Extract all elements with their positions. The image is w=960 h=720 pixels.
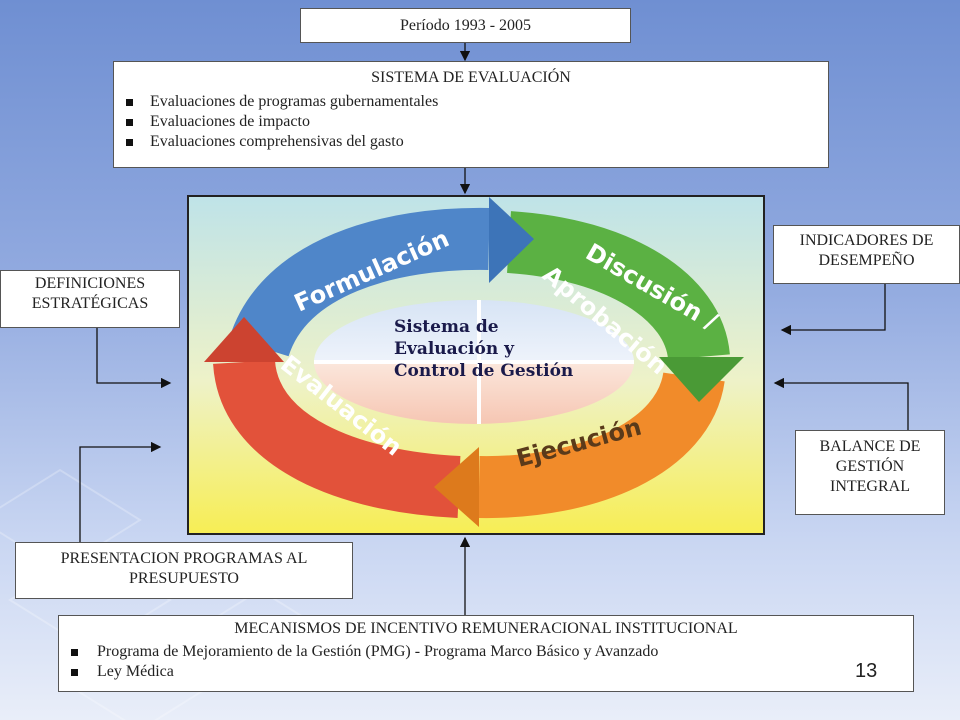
evaluacion-segment xyxy=(213,358,461,518)
list-item: Programa de Mejoramiento de la Gestión (… xyxy=(59,642,913,662)
period-box: Período 1993 - 2005 xyxy=(300,8,631,43)
cycle-center xyxy=(314,300,634,424)
indicadores-label: INDICADORES DE DESEMPEÑO xyxy=(799,232,934,269)
ring-segments xyxy=(213,207,730,519)
list-item: Ley Médica xyxy=(59,662,913,682)
indicadores-box: INDICADORES DE DESEMPEÑO xyxy=(773,225,960,284)
evaluation-system-box: SISTEMA DE EVALUACIÓN Evaluaciones de pr… xyxy=(113,61,829,168)
definiciones-box: DEFINICIONES ESTRATÉGICAS xyxy=(0,270,180,328)
list-item: Evaluaciones de programas gubernamentale… xyxy=(114,92,828,112)
formulacion-arrowhead xyxy=(489,197,534,283)
ring-arrowheads xyxy=(204,197,744,527)
evaluation-system-title: SISTEMA DE EVALUACIÓN xyxy=(371,69,571,86)
evaluation-system-list: Evaluaciones de programas gubernamentale… xyxy=(114,92,828,152)
discusion-arrowhead xyxy=(659,357,744,402)
incentive-box: MECANISMOS DE INCENTIVO REMUNERACIONAL I… xyxy=(58,615,914,692)
center-line-2: Evaluación y xyxy=(394,339,515,359)
incentive-title: MECANISMOS DE INCENTIVO REMUNERACIONAL I… xyxy=(234,620,738,637)
center-line-1: Sistema de xyxy=(394,317,499,337)
center-line-3: Control de Gestión xyxy=(394,361,573,381)
presentacion-label: PRESENTACION PROGRAMAS AL PRESUPUESTO xyxy=(60,550,308,587)
presentacion-box: PRESENTACION PROGRAMAS AL PRESUPUESTO xyxy=(15,542,353,599)
evaluacion-arrowhead xyxy=(204,317,284,362)
discusion-segment xyxy=(506,211,730,362)
definiciones-label: DEFINICIONES ESTRATÉGICAS xyxy=(31,275,149,312)
ejecucion-arrowhead xyxy=(434,447,479,527)
period-label: Período 1993 - 2005 xyxy=(399,17,532,34)
balance-box: BALANCE DE GESTIÓN INTEGRAL xyxy=(795,430,945,515)
ejecucion-segment xyxy=(478,370,725,519)
list-item: Evaluaciones de impacto xyxy=(114,112,828,132)
incentive-list: Programa de Mejoramiento de la Gestión (… xyxy=(59,642,913,682)
cycle-svg: Formulación Discusión / Aprobación Ejecu… xyxy=(189,197,763,533)
page-number: 13 xyxy=(855,660,878,682)
list-item: Evaluaciones comprehensivas del gasto xyxy=(114,132,828,152)
formulacion-segment xyxy=(229,207,490,358)
cycle-diagram: Formulación Discusión / Aprobación Ejecu… xyxy=(187,195,765,535)
balance-label: BALANCE DE GESTIÓN INTEGRAL xyxy=(819,438,921,495)
